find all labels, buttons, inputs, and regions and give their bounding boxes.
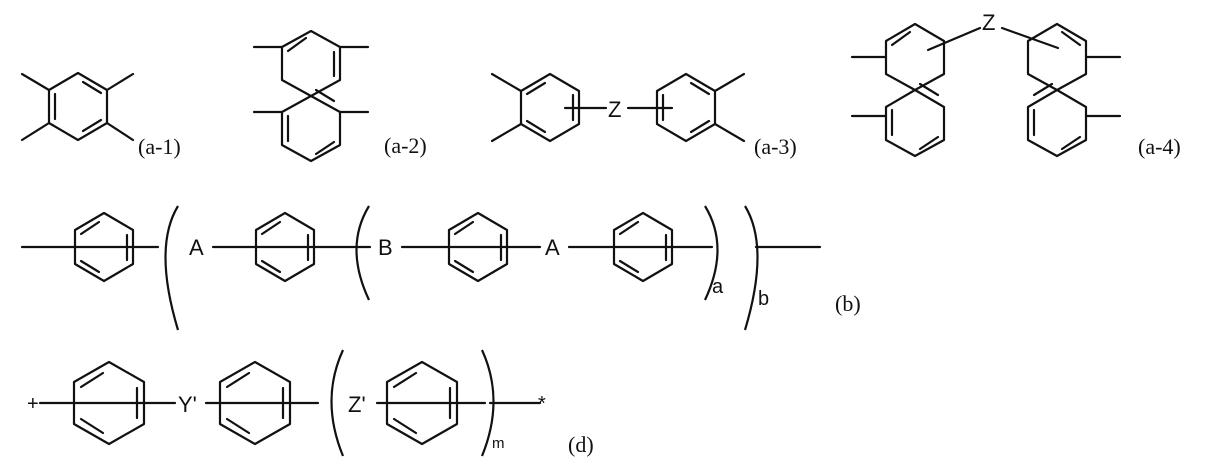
z-bond: [1002, 28, 1058, 48]
atom-z: Z: [982, 10, 995, 35]
atom-z-prime: Z': [348, 392, 366, 417]
substituent-bond: [492, 124, 521, 141]
formula-a4: Z (a-4): [852, 10, 1181, 159]
atom-a: A: [545, 235, 560, 260]
right-paren-b: [745, 206, 758, 330]
substituent-bond: [107, 123, 133, 140]
naphthalene-ring-left: [886, 24, 944, 156]
left-paren-a: [357, 206, 370, 300]
substituent-bond: [492, 74, 521, 91]
substituent-bond: [22, 74, 49, 90]
label-a1: (a-1): [138, 134, 181, 159]
z-bond: [928, 28, 980, 50]
formula-b: A B A a b (b): [22, 206, 861, 330]
label-b: (b): [835, 291, 861, 316]
atom-b: B: [378, 235, 393, 260]
benzene-ring: [49, 73, 107, 140]
atom-y-prime: Y': [178, 392, 197, 417]
formula-d: + Y' Z' m * (d): [27, 350, 594, 457]
atom-z: Z: [608, 97, 621, 122]
left-paren-m: [332, 350, 344, 456]
formula-a2: (a-2): [254, 31, 427, 161]
substituent-bond: [715, 124, 744, 141]
formula-a1: (a-1): [22, 73, 181, 159]
label-d: (d): [568, 432, 594, 457]
substituent-bond: [107, 74, 133, 90]
label-a2: (a-2): [384, 133, 427, 158]
left-paren-b: [166, 206, 179, 330]
subscript-b: b: [758, 288, 769, 310]
label-a4: (a-4): [1138, 134, 1181, 159]
chain-end-left: +: [27, 393, 39, 415]
substituent-bond: [715, 74, 744, 91]
subscript-a: a: [712, 276, 724, 298]
substituent-bond: [22, 123, 49, 140]
naphthalene-ring-right: [1028, 24, 1086, 156]
label-a3: (a-3): [754, 134, 797, 159]
chain-end-right: *: [538, 393, 546, 415]
naphthalene-ring: [282, 31, 340, 161]
atom-a: A: [189, 235, 204, 260]
subscript-m: m: [492, 435, 505, 452]
formula-a3: Z (a-3): [492, 74, 797, 159]
